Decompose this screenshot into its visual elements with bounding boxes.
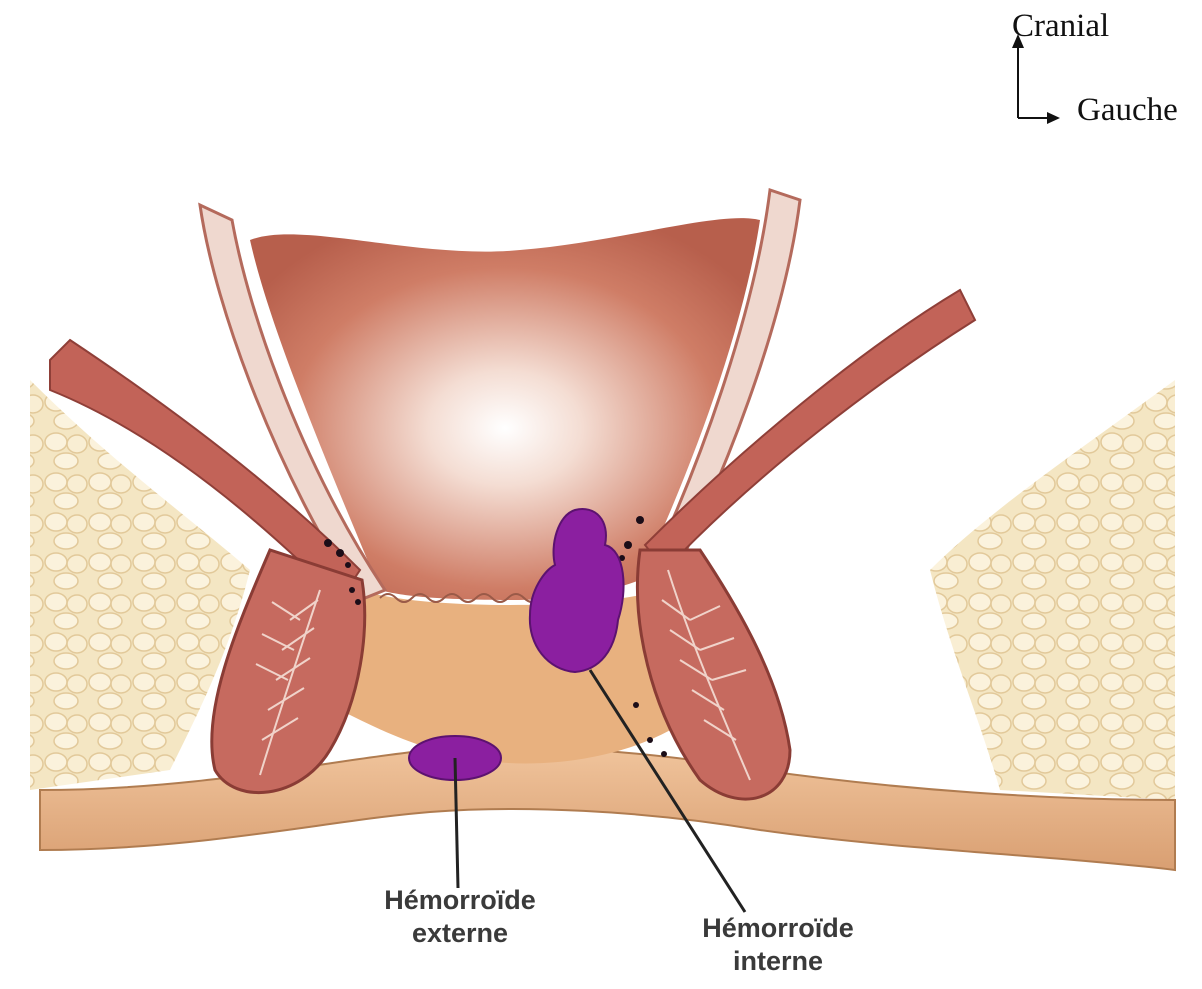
anorectal-illustration: Hémorroïde externe Hémorroïde interne <box>0 150 1202 989</box>
internal-label-line2: interne <box>648 945 908 978</box>
external-hemorrhoid-label: Hémorroïde externe <box>330 884 590 950</box>
orientation-indicator: Cranial Gauche <box>1000 0 1200 140</box>
external-label-line2: externe <box>330 917 590 950</box>
left-arrowhead <box>1047 112 1060 124</box>
right-fat-tissue <box>930 380 1175 800</box>
internal-label-line1: Hémorroïde <box>648 912 908 945</box>
cranial-label: Cranial <box>1012 10 1109 43</box>
internal-hemorrhoid-label: Hémorroïde interne <box>648 912 908 978</box>
external-label-line1: Hémorroïde <box>330 884 590 917</box>
anatomy-drawing <box>0 150 1202 989</box>
gauche-label: Gauche <box>1077 94 1178 127</box>
